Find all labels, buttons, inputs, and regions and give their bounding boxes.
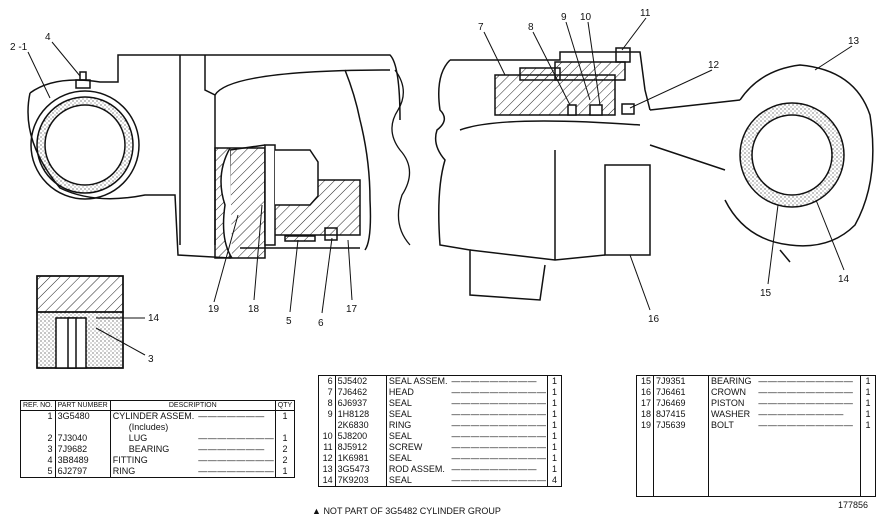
cylinder-barrel-view	[27, 54, 411, 259]
callout-17: 17	[346, 304, 358, 315]
table-row: 5 6J2797 RING — — — — — — — — 1	[20, 466, 296, 478]
leader-dots: — — — — — — — — — —	[449, 409, 549, 420]
callout-9: 9	[561, 12, 567, 23]
table-row: 3 7J9682 BEARING — — — — — — — 2	[20, 444, 296, 455]
footnote-marker-icon: ▲	[312, 506, 321, 516]
callout-16: 16	[648, 314, 660, 325]
callout-15: 15	[760, 288, 772, 299]
leader-dots: — — — — — — —	[196, 410, 276, 422]
callout-7: 7	[478, 22, 484, 33]
callout-12: 12	[708, 60, 720, 71]
table-row: 4 3B8489 FITTING — — — — — — — — 2	[20, 455, 296, 466]
leader-dots: — — — — — — — — — —	[449, 453, 549, 464]
callout-8: 8	[528, 22, 534, 33]
header-ref: REF. NO.	[20, 400, 56, 411]
callout-5: 5	[286, 316, 292, 327]
leader-dots: — — — — — — — — — —	[756, 420, 862, 432]
leader-dots: — — — — — — — — — —	[449, 431, 549, 442]
seal-12	[621, 103, 635, 115]
callout-3: 3	[148, 354, 154, 365]
callout-4: 4	[45, 32, 51, 43]
rod	[649, 99, 741, 171]
callout-19: 19	[208, 304, 220, 315]
table-row: (Includes)	[20, 422, 296, 433]
piston-ring	[284, 235, 316, 242]
callout-18: 18	[248, 304, 260, 315]
seal-detail-view	[36, 275, 124, 369]
leader-dots: — — — — — — — — — —	[449, 398, 549, 409]
callout-6: 6	[318, 318, 324, 329]
callout-13: 13	[848, 36, 860, 47]
parts-table-left: REF. NO. PART NUMBER DESCRIPTION QTY 1 3…	[20, 400, 296, 478]
leader-dots: — — — — — — — — —	[756, 409, 862, 421]
leader-dots: — — — — — — — — — —	[449, 442, 549, 453]
cylinder-rod-view	[434, 47, 874, 301]
seal-8	[567, 104, 577, 116]
header-desc: DESCRIPTION	[109, 400, 276, 411]
crown	[604, 164, 651, 256]
figure-code: 177856	[838, 500, 869, 510]
seal-assem	[324, 227, 338, 241]
header-part: PART NUMBER	[54, 400, 111, 411]
leader-dots: — — — — — — — — — —	[756, 398, 862, 410]
callout-11: 11	[640, 8, 651, 19]
leader-dots: — — — — — — — — —	[449, 464, 549, 475]
leader-dots: — — — — — — — — — —	[449, 475, 549, 487]
table-header: REF. NO. PART NUMBER DESCRIPTION QTY	[20, 400, 296, 411]
callout-14-detail: 14	[148, 313, 160, 324]
callout-2-1: 2 -1	[10, 42, 28, 53]
seal-9	[589, 104, 603, 116]
leader-dots: — — — — — — — — — —	[756, 375, 862, 388]
table-row: 2 7J3040 LUG — — — — — — — — 1	[20, 433, 296, 444]
table-row: 1 3G5480 CYLINDER ASSEM. — — — — — — — 1	[20, 410, 296, 422]
header-qty: QTY	[274, 400, 296, 411]
leader-dots: — — — — — — —	[196, 444, 276, 455]
footnote-text: NOT PART OF 3G5482 CYLINDER GROUP	[323, 506, 501, 516]
leader-dots: — — — — — — — — — —	[756, 387, 862, 399]
callout-10: 10	[580, 12, 592, 23]
leader-dots: — — — — — — — — — —	[449, 420, 549, 431]
screw	[615, 47, 631, 63]
leader-dots: — — — — — — — — — —	[449, 387, 549, 398]
lug-eye-bore	[44, 104, 126, 186]
rod-eye-outer	[724, 64, 874, 247]
footnote: ▲ NOT PART OF 3G5482 CYLINDER GROUP	[312, 506, 501, 516]
lug-eye-outer	[30, 90, 140, 200]
rod-eye-bore	[751, 114, 833, 196]
callout-14-rod: 14	[838, 274, 850, 285]
leader-dots: — — — — — — — —	[196, 455, 276, 466]
leader-dots: — — — — — — — —	[196, 466, 276, 478]
leader-dots: — — — — — — — — —	[449, 375, 549, 387]
table-filler	[636, 431, 876, 497]
bolt-section	[214, 147, 266, 259]
leader-dots: — — — — — — — —	[196, 433, 276, 444]
